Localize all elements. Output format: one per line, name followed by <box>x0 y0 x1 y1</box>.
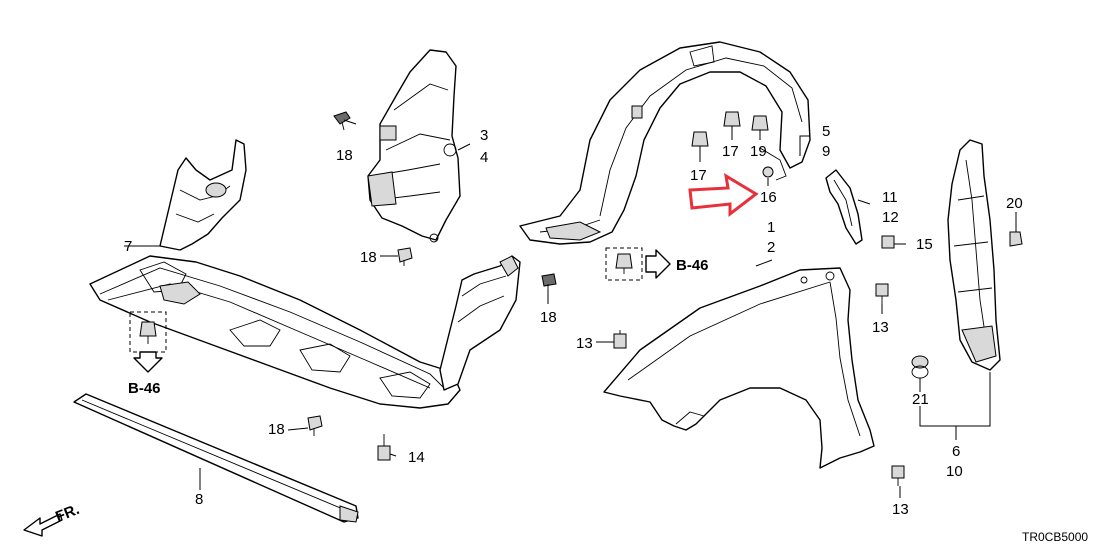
bolt-14 <box>377 434 391 461</box>
part-11-12-seal <box>825 169 863 245</box>
callout-7: 7 <box>124 238 132 255</box>
callout-14: 14 <box>408 449 425 466</box>
clip-17-right <box>723 111 741 127</box>
highlight-arrow <box>688 173 759 218</box>
callout-18-top: 18 <box>336 147 353 164</box>
clip-18-left <box>397 247 413 266</box>
ref-b46-right: B-46 <box>676 257 709 274</box>
part-6-10-bracket <box>947 139 1001 371</box>
callout-10: 10 <box>946 463 963 480</box>
diagram-code: TR0CB5000 <box>1022 530 1088 544</box>
under-cover <box>89 255 461 409</box>
bolt-13-left <box>613 330 627 349</box>
callout-13-left: 13 <box>576 335 593 352</box>
nut-21 <box>911 355 929 379</box>
callout-5: 5 <box>822 123 830 140</box>
callout-15: 15 <box>916 236 933 253</box>
callout-13-bottom: 13 <box>892 501 909 518</box>
callout-3: 3 <box>480 127 488 144</box>
callout-17-right: 17 <box>722 143 739 160</box>
front-label: FR. <box>53 501 82 526</box>
callout-12: 12 <box>882 209 899 226</box>
callout-11: 11 <box>882 189 898 206</box>
callout-13-right: 13 <box>872 319 889 336</box>
clip-18-mid <box>541 273 557 292</box>
callout-1: 1 <box>767 219 775 236</box>
ref-b46-left: B-46 <box>128 380 161 397</box>
ref-box-left: B-46 <box>128 311 167 397</box>
bolt-15 <box>881 235 895 249</box>
callout-17-left: 17 <box>690 167 707 184</box>
part-3-4-shield <box>367 49 461 243</box>
part-5-9-inner-fender <box>519 41 811 245</box>
callout-4: 4 <box>480 149 488 166</box>
part-8-strip <box>73 393 359 523</box>
part-7-bracket <box>159 139 247 251</box>
clip-17-left <box>691 131 709 147</box>
callout-18-left: 18 <box>360 249 377 266</box>
bolt-13-right <box>875 283 889 304</box>
bolt-13-bottom <box>891 465 905 486</box>
ref-box-right: B-46 <box>605 247 709 281</box>
clip-20 <box>1009 231 1023 247</box>
callout-19: 19 <box>750 143 767 160</box>
clip-19 <box>751 115 769 131</box>
callout-2: 2 <box>767 239 775 256</box>
callout-18-bottom: 18 <box>268 421 285 438</box>
callouts: 18 3 4 7 18 18 13 18 14 8 1 2 5 9 17 17 … <box>124 123 1023 518</box>
callout-16: 16 <box>760 189 777 206</box>
callout-8: 8 <box>195 491 203 508</box>
callout-9: 9 <box>822 143 830 160</box>
callout-6: 6 <box>952 443 960 460</box>
callout-20: 20 <box>1006 195 1023 212</box>
clip-18-bottom <box>307 415 323 436</box>
callout-21: 21 <box>912 391 929 408</box>
callout-18-mid: 18 <box>540 309 557 326</box>
clip-18-top <box>333 111 351 131</box>
lower-cover-right <box>439 255 521 391</box>
front-indicator: FR. <box>23 501 82 537</box>
part-1-2-fender <box>603 267 875 469</box>
leader-lines <box>124 119 1017 498</box>
clip-16 <box>762 166 774 178</box>
